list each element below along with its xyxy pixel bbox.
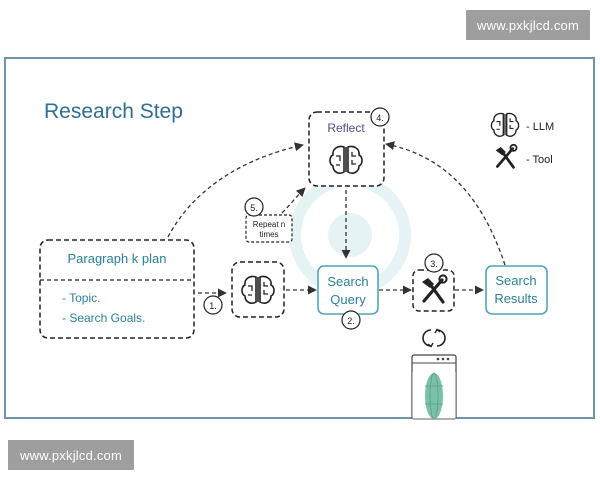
- search-results-node: Search Results: [485, 265, 548, 315]
- svg-text:5.: 5.: [250, 203, 258, 213]
- repeat-node: Repeat n times: [245, 214, 293, 243]
- sync-icon: [422, 328, 446, 348]
- arrow-repeat-to-reflect: [281, 187, 306, 214]
- repeat-line2: times: [259, 230, 278, 239]
- plan-item-topic: - Topic.: [62, 291, 100, 305]
- legend: - LLM - Tool: [490, 112, 554, 169]
- step-badge-4: 4.: [370, 107, 390, 127]
- search-query-line1: Search: [327, 274, 368, 289]
- arrow-plan-to-reflect: [167, 142, 304, 238]
- plan-title: Paragraph k plan: [67, 251, 166, 266]
- svg-text:3.: 3.: [430, 259, 438, 269]
- watermark-top: www.pxkjlcd.com: [466, 10, 590, 40]
- browser-window-icon: [411, 354, 457, 422]
- llm-node: [231, 261, 285, 318]
- step-badge-3: 3.: [424, 253, 444, 273]
- tool-node: [412, 269, 455, 312]
- legend-llm-label: - LLM: [526, 121, 554, 133]
- reflect-label: Reflect: [327, 121, 365, 135]
- search-results-line1: Search: [495, 273, 536, 288]
- step-badge-5: 5.: [244, 197, 264, 217]
- step-badge-2: 2.: [341, 310, 361, 330]
- legend-tool-label: - Tool: [526, 154, 553, 166]
- step-badge-1: 1.: [203, 295, 223, 315]
- globe-icon: [425, 372, 443, 420]
- search-query-line2: Query: [330, 292, 366, 307]
- search-results-line2: Results: [494, 291, 538, 306]
- paragraph-plan-node: Paragraph k plan - Topic. - Search Goals…: [39, 239, 195, 339]
- repeat-line1: Repeat n: [253, 220, 285, 229]
- svg-text:4.: 4.: [376, 113, 384, 123]
- watermark-bottom: www.pxkjlcd.com: [8, 440, 134, 470]
- plan-item-search-goals: - Search Goals.: [62, 311, 145, 325]
- tool-icon: [494, 143, 518, 169]
- diagram-frame: [4, 57, 595, 419]
- llm-brain-icon: [490, 112, 520, 137]
- search-query-node: Search Query: [317, 265, 379, 315]
- svg-text:1.: 1.: [209, 301, 217, 311]
- svg-text:2.: 2.: [347, 316, 355, 326]
- diagram-title: Research Step: [44, 100, 183, 123]
- reflect-node: Reflect: [308, 111, 385, 187]
- arrow-results-to-reflect: [385, 141, 506, 266]
